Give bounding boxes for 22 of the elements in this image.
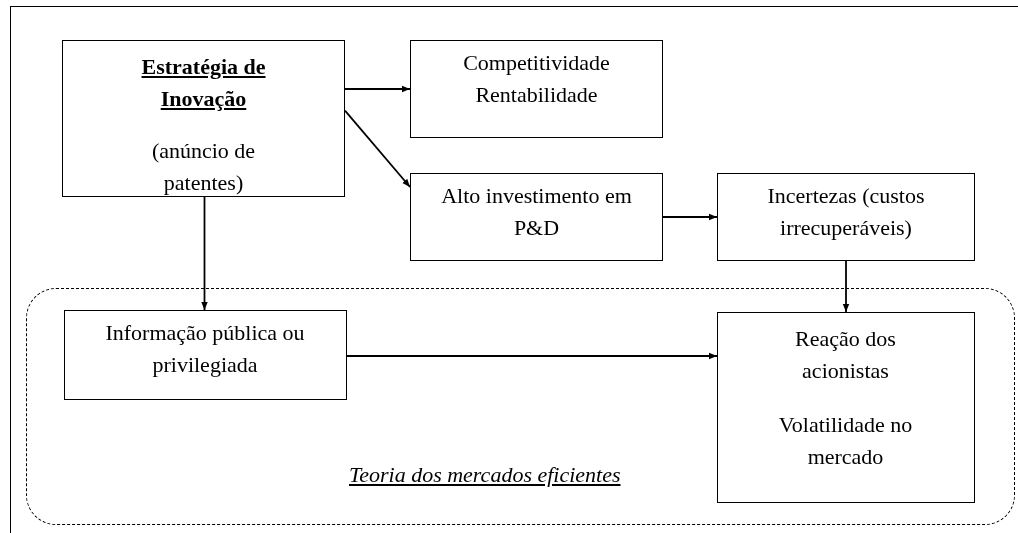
dashed-region (26, 288, 1015, 525)
process-box (62, 40, 345, 197)
arrow (662, 213, 718, 221)
process-box (410, 40, 663, 138)
arrow (344, 109, 411, 188)
box-text: Incertezas (custos irrecuperáveis) (766, 182, 926, 242)
box-text: Competitividade Rentabilidade (462, 49, 611, 109)
box-text: Reação dos acionistas (794, 324, 897, 385)
process-box (63, 309, 347, 400)
box-heading: Estratégia de Inovação (140, 53, 267, 113)
arrow (346, 352, 718, 360)
region-caption: Teoria dos mercados eficientes (349, 461, 621, 489)
box-text: Alto investimento em P&D (441, 182, 632, 242)
process-box (410, 173, 663, 261)
arrow (842, 260, 850, 313)
box-text: Volatilidade no mercado (777, 410, 914, 471)
box-text: (anúncio de patentes) (150, 137, 257, 197)
process-box (717, 173, 975, 261)
box-text: Informação pública ou privilegiada (104, 318, 306, 379)
arrow (201, 196, 208, 311)
arrow (344, 85, 411, 93)
process-box (716, 311, 975, 503)
